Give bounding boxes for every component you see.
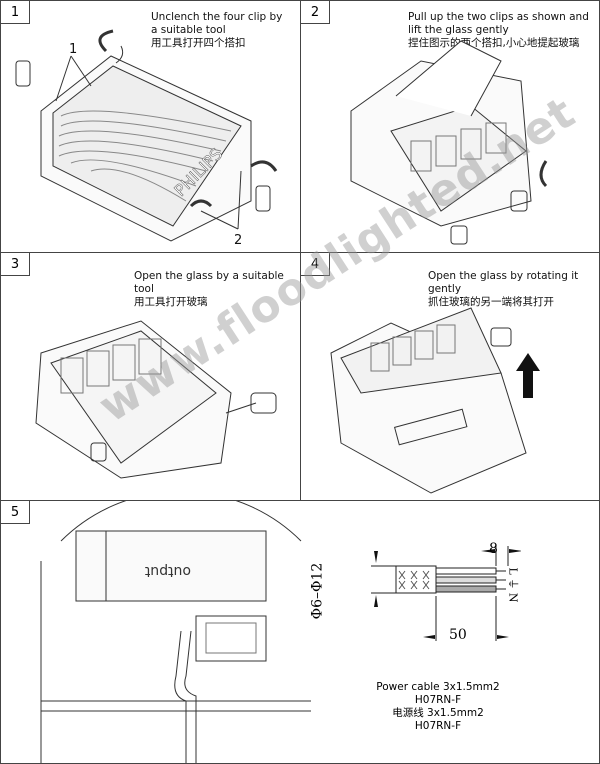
step-caption: Pull up the two clips as shown and lift … (408, 11, 598, 50)
floodlight-illustration: PHILIPS (15, 29, 278, 242)
step-caption: Open the glass by a suitable tool 用工具打开玻… (134, 270, 299, 309)
callout-2: 2 (234, 233, 243, 248)
step-2-panel: 2 Pull up the two clips as shown and lif… (300, 0, 600, 253)
wiring-detail-illustration: output (40, 501, 311, 763)
cable-strip-diagram (371, 546, 521, 641)
step-5-panel: 5 output (0, 500, 600, 764)
caption-en: Unclench the four clip by a suitable too… (151, 11, 283, 36)
step-number: 5 (1, 501, 30, 524)
sheath-length-dim: 50 (449, 627, 467, 643)
cable-type-zh: H07RN-F (414, 720, 462, 732)
floodlight-illustration (350, 40, 548, 245)
callout-1: 1 (69, 42, 78, 57)
caption-zh: 抓住玻璃的另一端将其打开 (428, 296, 554, 308)
caption-zh: 用工具打开四个搭扣 (151, 37, 246, 49)
cable-spec-en: Power cable 3x1.5mm2 (376, 681, 500, 693)
caption-en: Pull up the two clips as shown and lift … (408, 11, 589, 36)
step-caption: Unclench the four clip by a suitable too… (151, 11, 291, 50)
step-3-panel: 3 Open the glass by a suitable tool 用工具打… (0, 252, 301, 501)
strip-length-dim: 8 (489, 541, 498, 557)
step-4-panel: 4 Open the glass by rotating it gently 抓… (300, 252, 600, 501)
floodlight-illustration (330, 307, 540, 494)
driver-label: output (144, 563, 191, 579)
caption-en: Open the glass by a suitable tool (134, 270, 284, 295)
step-number: 4 (301, 253, 330, 276)
cable-spec-zh: 电源线 3x1.5mm2 (392, 707, 484, 719)
caption-en: Open the glass by rotating it gently (428, 270, 579, 295)
up-arrow-icon (516, 353, 540, 398)
step-1-panel: 1 Unclench the four clip by a suitable t… (0, 0, 301, 253)
caption-zh: 用工具打开玻璃 (134, 296, 208, 308)
step-number: 2 (301, 1, 330, 24)
terminal-labels: L ⏚ N (506, 567, 520, 603)
cable-diameter-dim: Φ6–Φ12 (309, 562, 326, 620)
floodlight-illustration (35, 320, 277, 479)
step-caption: Open the glass by rotating it gently 抓住玻… (428, 270, 598, 309)
caption-zh: 捏住图示的两个搭扣,小心地提起玻璃 (408, 37, 580, 49)
cable-type-en: H07RN-F (414, 694, 462, 706)
step-number: 1 (1, 1, 30, 24)
cable-spec: Power cable 3x1.5mm2 H07RN-F 电源线 3x1.5mm… (363, 681, 513, 733)
step-number: 3 (1, 253, 30, 276)
